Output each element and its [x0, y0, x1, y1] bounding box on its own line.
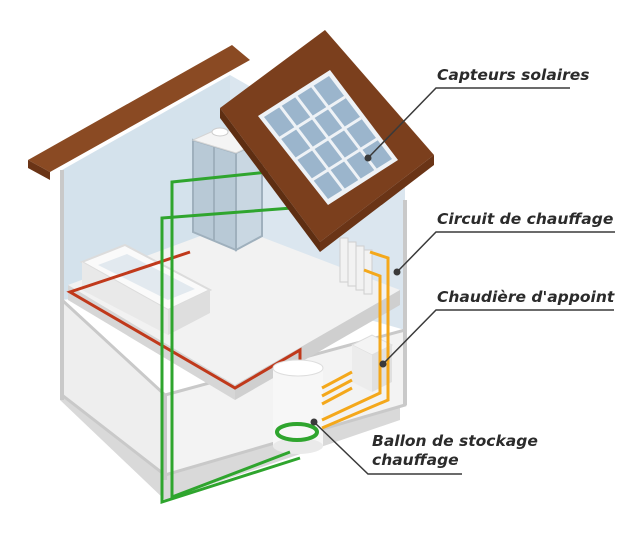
shower-head	[211, 127, 229, 137]
ground-slab	[60, 380, 400, 500]
roof-left-edge	[28, 160, 50, 180]
leader-storage-tank	[313, 421, 462, 475]
leader-solar-panels	[367, 87, 570, 159]
label-solar-panels: Capteurs solaires	[437, 66, 590, 84]
orange-boiler-pipe-1	[321, 370, 353, 390]
leader-dot-solar-panels	[364, 154, 372, 162]
label-storage-tank-line2: chauffage	[372, 451, 459, 469]
label-backup-boiler: Chaudière d'appoint	[437, 288, 615, 306]
label-storage-tank-line1: Ballon de stockage	[372, 432, 538, 450]
orange-heating-pipe-2	[321, 268, 382, 422]
green-exchanger-coil	[275, 422, 319, 442]
solar-panel	[258, 70, 398, 205]
orange-heating-pipe-1	[321, 250, 390, 430]
roof-right-edge-side	[320, 155, 434, 252]
leader-heating-circuit	[396, 231, 615, 273]
storage-tank	[272, 359, 324, 454]
red-floor-heating-pipe	[66, 250, 302, 390]
leader-dot-heating-circuit	[393, 268, 401, 276]
orange-boiler-pipe-2	[321, 378, 353, 398]
label-heating-circuit: Circuit de chauffage	[437, 210, 614, 228]
roof-right-edge	[220, 108, 320, 252]
green-solar-pipe-2	[160, 206, 301, 505]
leader-dot-backup-boiler	[379, 360, 387, 368]
leader-dot-storage-tank	[310, 418, 318, 426]
bathtub-end	[168, 290, 210, 335]
label-storage-tank: Ballon de stockage chauffage	[372, 432, 572, 470]
green-solar-pipe-1	[170, 170, 291, 500]
leader-backup-boiler	[382, 309, 614, 365]
roof-left-slope	[28, 45, 250, 172]
orange-boiler-pipe-3	[321, 386, 353, 406]
